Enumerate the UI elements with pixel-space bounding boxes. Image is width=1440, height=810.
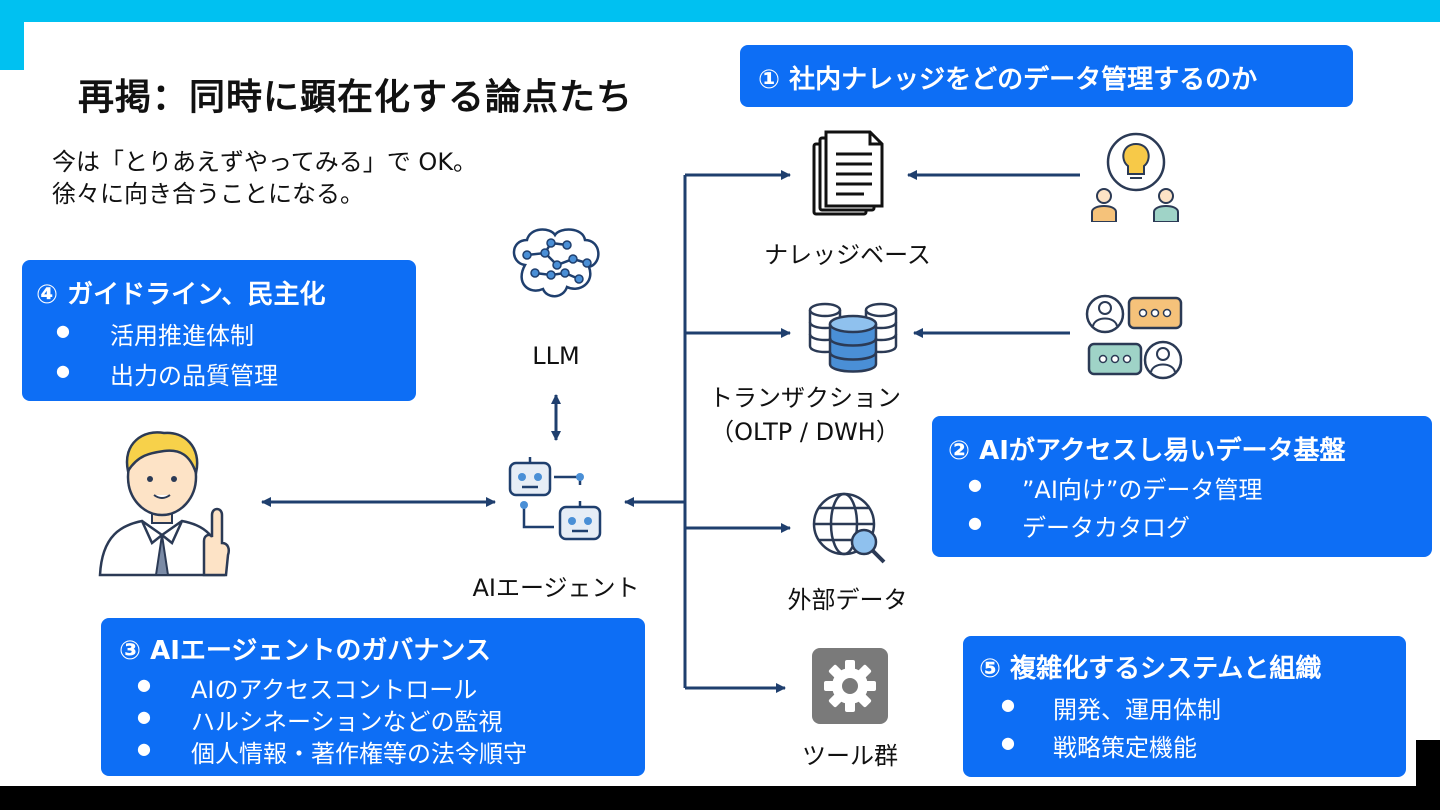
- list-item: ● 個人情報・著作権等の法令順守: [137, 734, 527, 768]
- box-4-guidelines: ④ ガイドライン、民主化 ● 活用推進体制 ● 出力の品質管理: [22, 260, 416, 401]
- box-4-heading: ④ ガイドライン、民主化: [36, 280, 326, 310]
- intro-line: 今は「とりあえずやってみる」で OK。: [52, 148, 478, 176]
- bullet: ●: [137, 675, 151, 694]
- bullet: ●: [56, 321, 70, 340]
- box-5-complex-systems: ⑤ 複雑化するシステムと組織 ● 開発、運用体制 ● 戦略策定機能: [963, 636, 1406, 777]
- list-item: ● 開発、運用体制: [1001, 690, 1221, 728]
- list-item-text: 個人情報・著作権等の法令順守: [191, 740, 527, 768]
- intro-text: 今は「とりあえずやってみる」で OK。 徐々に向き合うことになる。: [52, 146, 477, 210]
- bottom-bar: [0, 786, 1440, 810]
- list-item-text: ”AI向け”のデータ管理: [1022, 476, 1263, 504]
- list-item-text: ハルシネーションなどの監視: [191, 708, 503, 736]
- ai-agent-label: AIエージェント: [472, 574, 640, 602]
- list-item: ● 出力の品質管理: [56, 356, 278, 396]
- box-3-heading: ③ AIエージェントのガバナンス: [119, 636, 491, 666]
- gear-icon: [812, 648, 888, 724]
- list-item-text: AIのアクセスコントロール: [191, 676, 478, 704]
- box-3-agent-governance: ③ AIエージェントのガバナンス ● AIのアクセスコントロール ● ハルシネーショ…: [101, 618, 645, 776]
- box-5-heading: ⑤ 複雑化するシステムと組織: [979, 654, 1322, 684]
- page-title: 再掲：同時に顕在化する論点たち: [78, 77, 634, 118]
- documents-icon: [812, 130, 884, 216]
- list-item-text: 出力の品質管理: [110, 362, 278, 390]
- transaction-sublabel: （OLTP / DWH）: [710, 418, 900, 446]
- person-pointing-icon: [98, 431, 230, 577]
- tools-label: ツール群: [802, 742, 898, 770]
- list-item: ● ハルシネーションなどの監視: [137, 702, 527, 736]
- bottom-right-block: [1416, 740, 1440, 810]
- lightbulb-people-icon: [1091, 132, 1179, 222]
- bullet: ●: [137, 739, 151, 758]
- bullet: ●: [968, 513, 982, 532]
- database-icon: [808, 302, 898, 373]
- external-data-label: 外部データ: [787, 586, 908, 614]
- list-item: ● データカタログ: [968, 508, 1262, 546]
- bullet: ●: [968, 475, 982, 494]
- list-item-text: 戦略策定機能: [1053, 734, 1197, 762]
- box-2-data-platform: ② AIがアクセスし易いデータ基盤 ● ”AI向け”のデータ管理 ● データカタログ: [932, 416, 1432, 557]
- box-1-heading: ① 社内ナレッジをどのデータ管理するのか: [758, 65, 1258, 95]
- box-1-knowledge-management: ① 社内ナレッジをどのデータ管理するのか: [740, 45, 1353, 107]
- box-2-heading: ② AIがアクセスし易いデータ基盤: [948, 436, 1346, 466]
- list-item: ● 戦略策定機能: [1001, 728, 1221, 766]
- top-left-accent: [0, 0, 24, 70]
- intro-line: 徐々に向き合うことになる。: [52, 180, 364, 208]
- list-item: ● AIのアクセスコントロール: [137, 670, 527, 704]
- list-item-text: 活用推進体制: [110, 322, 254, 350]
- bullet: ●: [1001, 733, 1015, 752]
- list-item: ● ”AI向け”のデータ管理: [968, 470, 1262, 508]
- chat-people-icon: [1085, 294, 1183, 380]
- bullet: ●: [56, 361, 70, 380]
- bullet: ●: [1001, 695, 1015, 714]
- transaction-label: トランザクション: [709, 384, 901, 412]
- knowledge-base-label: ナレッジベース: [764, 241, 931, 269]
- llm-label: LLM: [532, 342, 580, 370]
- list-item-text: 開発、運用体制: [1053, 696, 1221, 724]
- brain-network-icon: [512, 228, 600, 298]
- top-accent-bar: [0, 0, 1440, 22]
- list-item-text: データカタログ: [1022, 514, 1190, 542]
- list-item: ● 活用推進体制: [56, 316, 278, 356]
- bullet: ●: [137, 707, 151, 726]
- ai-agent-robots-icon: [508, 457, 602, 541]
- globe-search-icon: [812, 492, 886, 564]
